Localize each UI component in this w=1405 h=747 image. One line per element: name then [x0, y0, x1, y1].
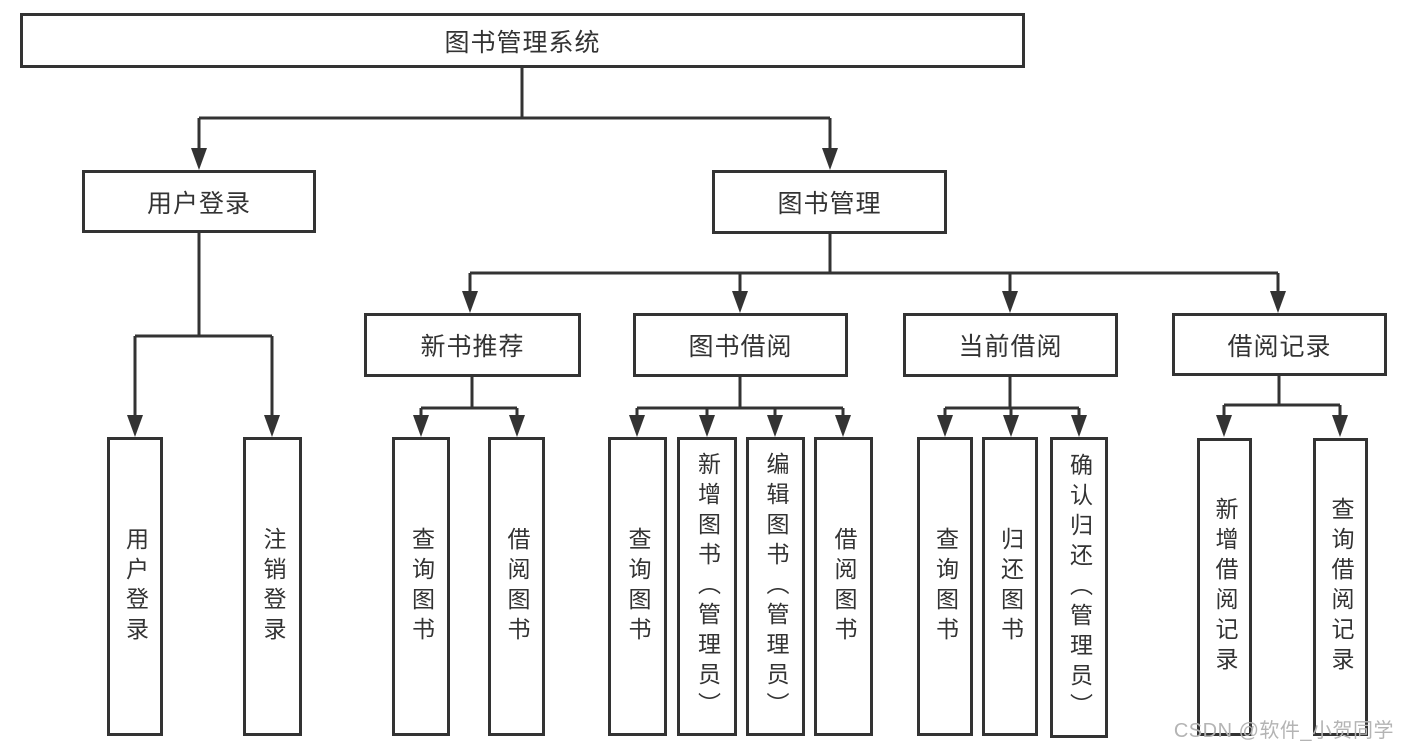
arrowheads-newbook-leaves — [413, 415, 525, 437]
node-new-book-recommend: 新书推荐 — [364, 313, 581, 377]
connector-current-to-leaves — [943, 377, 1081, 419]
leaf-logout: 注销登录 — [243, 437, 302, 736]
leaf-borrow-book: 借阅图书 — [814, 437, 873, 736]
leaf-borrow-query-book: 查询图书 — [608, 437, 667, 736]
arrowheads-records-leaves — [1216, 415, 1348, 437]
node-book-management: 图书管理 — [712, 170, 947, 234]
leaf-confirm-return-admin-label: 确认归还（管理员） — [1066, 452, 1093, 723]
arrowheads-level3 — [462, 291, 1286, 313]
leaf-current-query-book-label: 查询图书 — [932, 526, 959, 647]
leaf-logout-label: 注销登录 — [260, 526, 286, 647]
connector-records-to-leaves — [1222, 376, 1342, 419]
node-root-label: 图书管理系统 — [444, 28, 601, 57]
arrowheads-level2 — [191, 148, 838, 170]
node-book-management-label: 图书管理 — [777, 190, 882, 218]
leaf-borrow-book-label: 借阅图书 — [831, 526, 857, 647]
leaf-query-borrow-record: 查询借阅记录 — [1313, 438, 1368, 736]
csdn-watermark: CSDN @软件_小贺同学 — [1173, 720, 1394, 742]
node-book-borrow-label: 图书借阅 — [688, 333, 793, 361]
node-root: 图书管理系统 — [20, 13, 1025, 68]
arrowheads-current-leaves — [937, 415, 1087, 437]
node-current-borrow: 当前借阅 — [903, 313, 1118, 377]
leaf-newbook-query-book: 查询图书 — [392, 437, 450, 736]
leaf-user-login-label: 用户登录 — [122, 526, 149, 647]
node-book-borrow: 图书借阅 — [633, 313, 848, 377]
leaf-add-book-admin-label: 新增图书（管理员） — [694, 451, 721, 722]
arrowheads-login-leaves — [127, 415, 280, 437]
leaf-return-book: 归还图书 — [982, 437, 1038, 736]
connector-login-to-leaves — [133, 233, 274, 419]
leaf-edit-book-admin: 编辑图书（管理员） — [746, 437, 805, 736]
node-borrow-records: 借阅记录 — [1172, 313, 1387, 376]
leaf-edit-book-admin-label: 编辑图书（管理员） — [763, 451, 789, 722]
node-current-borrow-label: 当前借阅 — [958, 333, 1063, 361]
leaf-newbook-borrow-book-label: 借阅图书 — [504, 526, 530, 647]
leaf-borrow-query-book-label: 查询图书 — [625, 526, 651, 647]
node-user-login: 用户登录 — [82, 170, 316, 233]
leaf-confirm-return-admin: 确认归还（管理员） — [1050, 437, 1108, 738]
connector-management-to-level3 — [468, 234, 1280, 295]
connector-newbook-to-leaves — [419, 377, 519, 419]
leaf-newbook-borrow-book: 借阅图书 — [488, 437, 545, 736]
leaf-user-login: 用户登录 — [107, 437, 163, 736]
leaf-add-borrow-record: 新增借阅记录 — [1197, 438, 1252, 736]
connector-root-to-level2 — [197, 68, 832, 152]
leaf-query-borrow-record-label: 查询借阅记录 — [1328, 497, 1354, 677]
leaf-current-query-book: 查询图书 — [917, 437, 973, 736]
leaf-newbook-query-book-label: 查询图书 — [408, 526, 435, 647]
leaf-add-book-admin: 新增图书（管理员） — [677, 437, 737, 736]
node-new-book-recommend-label: 新书推荐 — [420, 333, 525, 361]
node-user-login-label: 用户登录 — [146, 189, 251, 218]
connector-borrow-to-leaves — [635, 377, 845, 419]
arrowheads-borrow-leaves — [629, 415, 851, 437]
node-borrow-records-label: 借阅记录 — [1227, 332, 1332, 361]
leaf-add-borrow-record-label: 新增借阅记录 — [1212, 497, 1238, 677]
leaf-return-book-label: 归还图书 — [997, 526, 1024, 647]
